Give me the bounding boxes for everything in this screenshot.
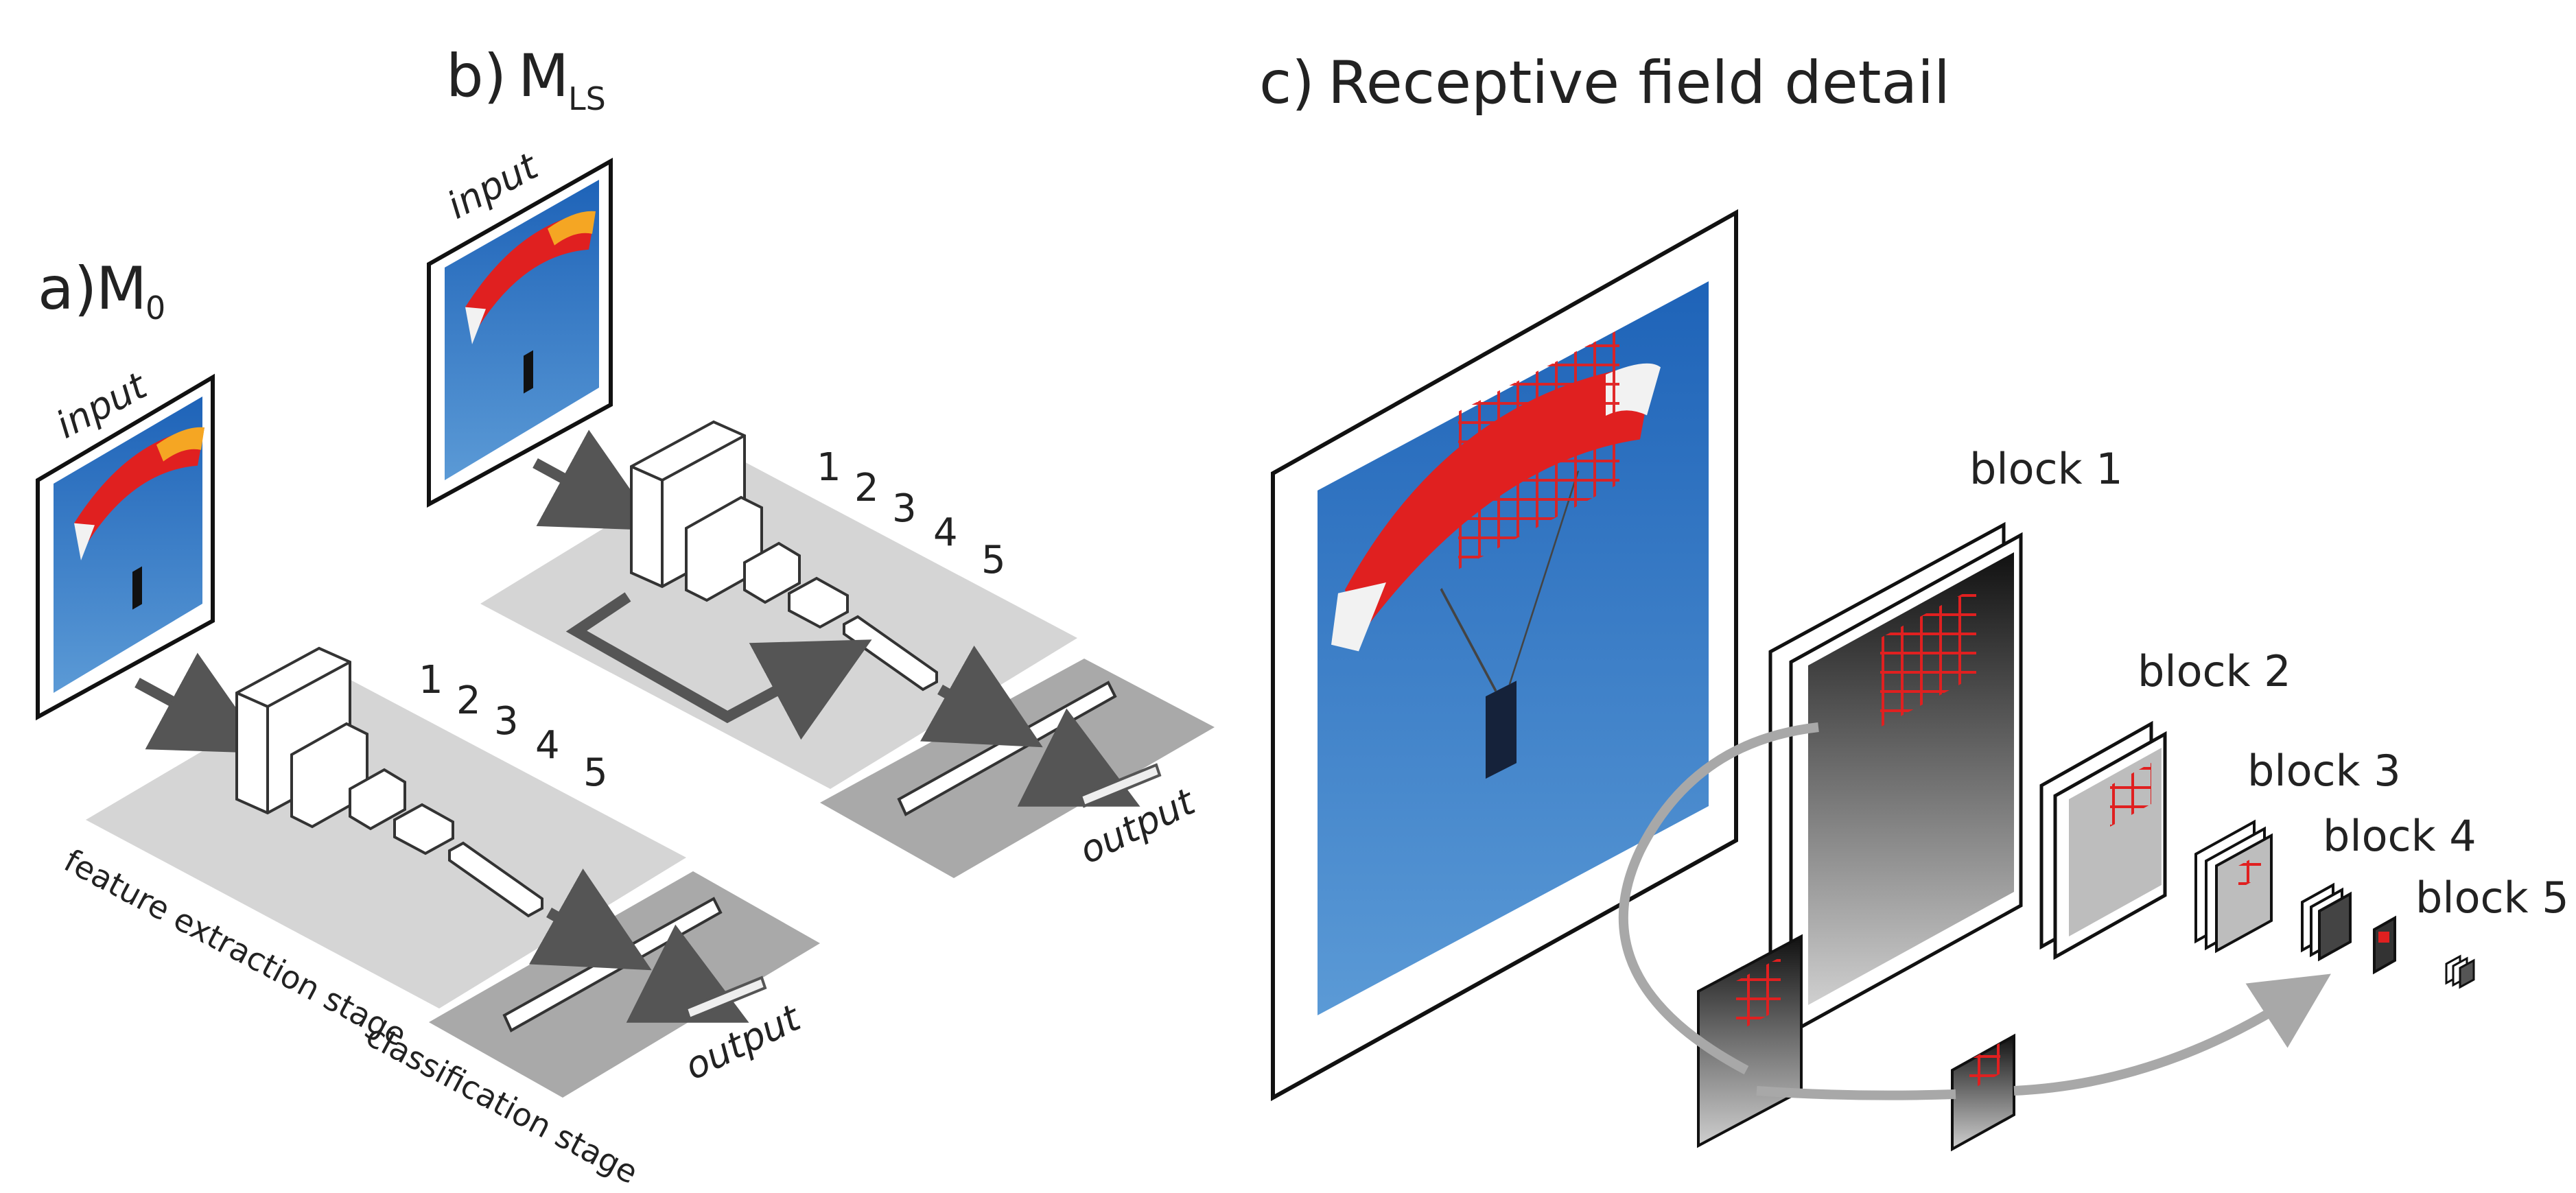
- block3-stack: [2194, 819, 2273, 954]
- panel-c-block-labels: block 1 block 2 block 3 block 4 block 5: [1969, 444, 2569, 923]
- panel-a-title: M: [96, 255, 147, 323]
- block-number: 5: [981, 538, 1006, 582]
- panel-b-input-image: [427, 157, 613, 508]
- small-map-2: [1951, 1033, 2015, 1152]
- panel-a-block-numbers: 1 2 3 4 5: [419, 658, 608, 795]
- receptive-field-grid: [2110, 763, 2151, 827]
- panel-a-output-bar: [684, 976, 767, 1021]
- panel-a-label: a): [38, 255, 97, 323]
- arrow-icon: [626, 924, 749, 1023]
- panel-c-label: c): [1259, 49, 1315, 117]
- receptive-field-grid: [1736, 957, 1781, 1032]
- receptive-field-grid: [1458, 329, 1619, 569]
- panel-a: a) M 0 input: [36, 255, 820, 1191]
- curve-arrow: [1618, 722, 1819, 1075]
- block-number: 2: [854, 466, 879, 510]
- block1-stack: [1768, 521, 2023, 1036]
- panel-b-title-sub: LS: [568, 80, 606, 117]
- arrow-icon: [532, 429, 659, 531]
- parachute-image: [465, 211, 596, 394]
- block-number: 4: [535, 723, 560, 768]
- parachute-image: [74, 427, 204, 610]
- block4-stack: [2301, 882, 2396, 975]
- block-label: block 5: [2415, 873, 2569, 923]
- block5-stack: [2445, 954, 2475, 989]
- block-number: 1: [817, 445, 841, 490]
- block2-stack: [2039, 720, 2167, 960]
- block-label: block 3: [2247, 746, 2401, 796]
- panel-c-title: Receptive field detail: [1328, 49, 1950, 117]
- panel-c-input-image: [1271, 209, 1738, 1102]
- block-label: block 1: [1969, 444, 2123, 494]
- panel-b-skip-arrow: [565, 592, 872, 740]
- arrow-icon: [1017, 708, 1140, 807]
- receptive-field-grid: [2238, 853, 2261, 889]
- arrow-icon: [134, 652, 268, 754]
- small-map-1: [1697, 934, 1803, 1148]
- curve-arrow: [2013, 973, 2331, 1096]
- block-number: 5: [583, 751, 608, 795]
- block-label: block 2: [2138, 646, 2291, 696]
- block-number: 2: [456, 678, 481, 723]
- panel-b-block-numbers: 1 2 3 4 5: [817, 445, 1006, 582]
- block-number: 1: [419, 658, 443, 702]
- block-number: 3: [494, 699, 519, 744]
- arrow-icon: [529, 869, 652, 971]
- block-number: 4: [933, 510, 958, 555]
- panel-c: c) Receptive field detail: [1259, 49, 2569, 1152]
- panel-b-output-bar: [1079, 763, 1162, 808]
- curve-arrow: [1756, 1086, 1956, 1100]
- block-label: block 4: [2323, 811, 2477, 861]
- block-number: 3: [892, 486, 917, 531]
- panel-b-label: b): [446, 42, 506, 110]
- panel-a-title-sub: 0: [145, 290, 165, 327]
- panel-a-input-image: [36, 373, 215, 721]
- receptive-field-grid: [1880, 587, 1976, 727]
- receptive-field-grid: [1969, 1043, 2000, 1091]
- arrow-icon: [920, 646, 1043, 748]
- panel-b-title: M: [518, 42, 569, 110]
